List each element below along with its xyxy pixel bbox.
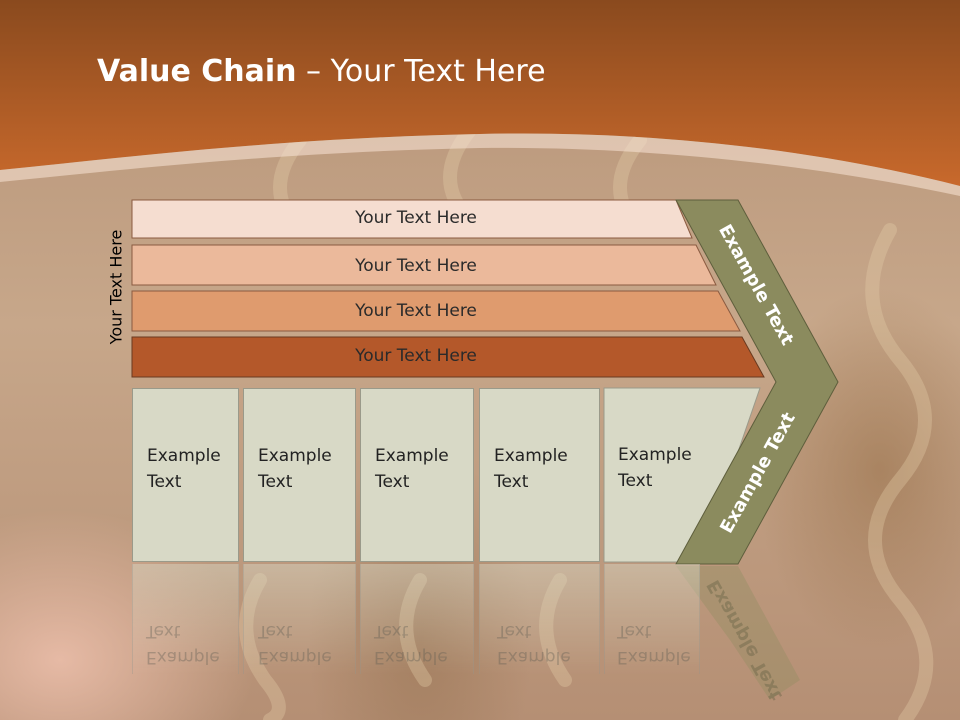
box-2-line1: Example	[258, 446, 332, 466]
box-1-line2: Text	[147, 472, 182, 492]
box-5-line1: Example	[618, 445, 692, 465]
box-5-line2: Text	[618, 471, 653, 491]
box-1-line1: Example	[147, 446, 221, 466]
band-4-label: Your Text Here	[355, 346, 477, 366]
box-4: Example Text	[479, 388, 600, 562]
side-label: Your Text Here	[106, 229, 126, 345]
box-5-reflection	[604, 564, 700, 674]
box-3-line1: Example	[375, 446, 449, 466]
chevron-shape	[675, 199, 839, 565]
band-1-shape	[131, 199, 693, 239]
header-banner	[0, 0, 960, 186]
box-2: Example Text	[243, 388, 356, 562]
box-4-line1: Example	[494, 446, 568, 466]
band-3-shape	[131, 290, 741, 332]
band-1-label: Your Text Here	[355, 208, 477, 228]
band-4-shape	[131, 336, 765, 378]
band-3-label: Your Text Here	[355, 301, 477, 321]
title-rest: – Your Text Here	[296, 54, 546, 89]
box-1: Example Text	[132, 388, 239, 562]
box-3-reflection	[360, 564, 474, 674]
box-3: Example Text	[360, 388, 474, 562]
page-title: Value Chain – Your Text Here	[97, 54, 546, 89]
box-1-reflection	[132, 564, 239, 674]
box-5: Example Text	[618, 442, 692, 494]
box-4-reflection	[479, 564, 600, 674]
box-4-line2: Text	[494, 472, 529, 492]
header-swoosh	[0, 133, 960, 196]
title-bold: Value Chain	[97, 54, 297, 89]
box-2-reflection	[243, 564, 356, 674]
box-3-line2: Text	[375, 472, 410, 492]
band-2-label: Your Text Here	[355, 256, 477, 276]
box-2-line2: Text	[258, 472, 293, 492]
chevron-reflection	[676, 566, 800, 700]
band-2-shape	[131, 244, 717, 286]
